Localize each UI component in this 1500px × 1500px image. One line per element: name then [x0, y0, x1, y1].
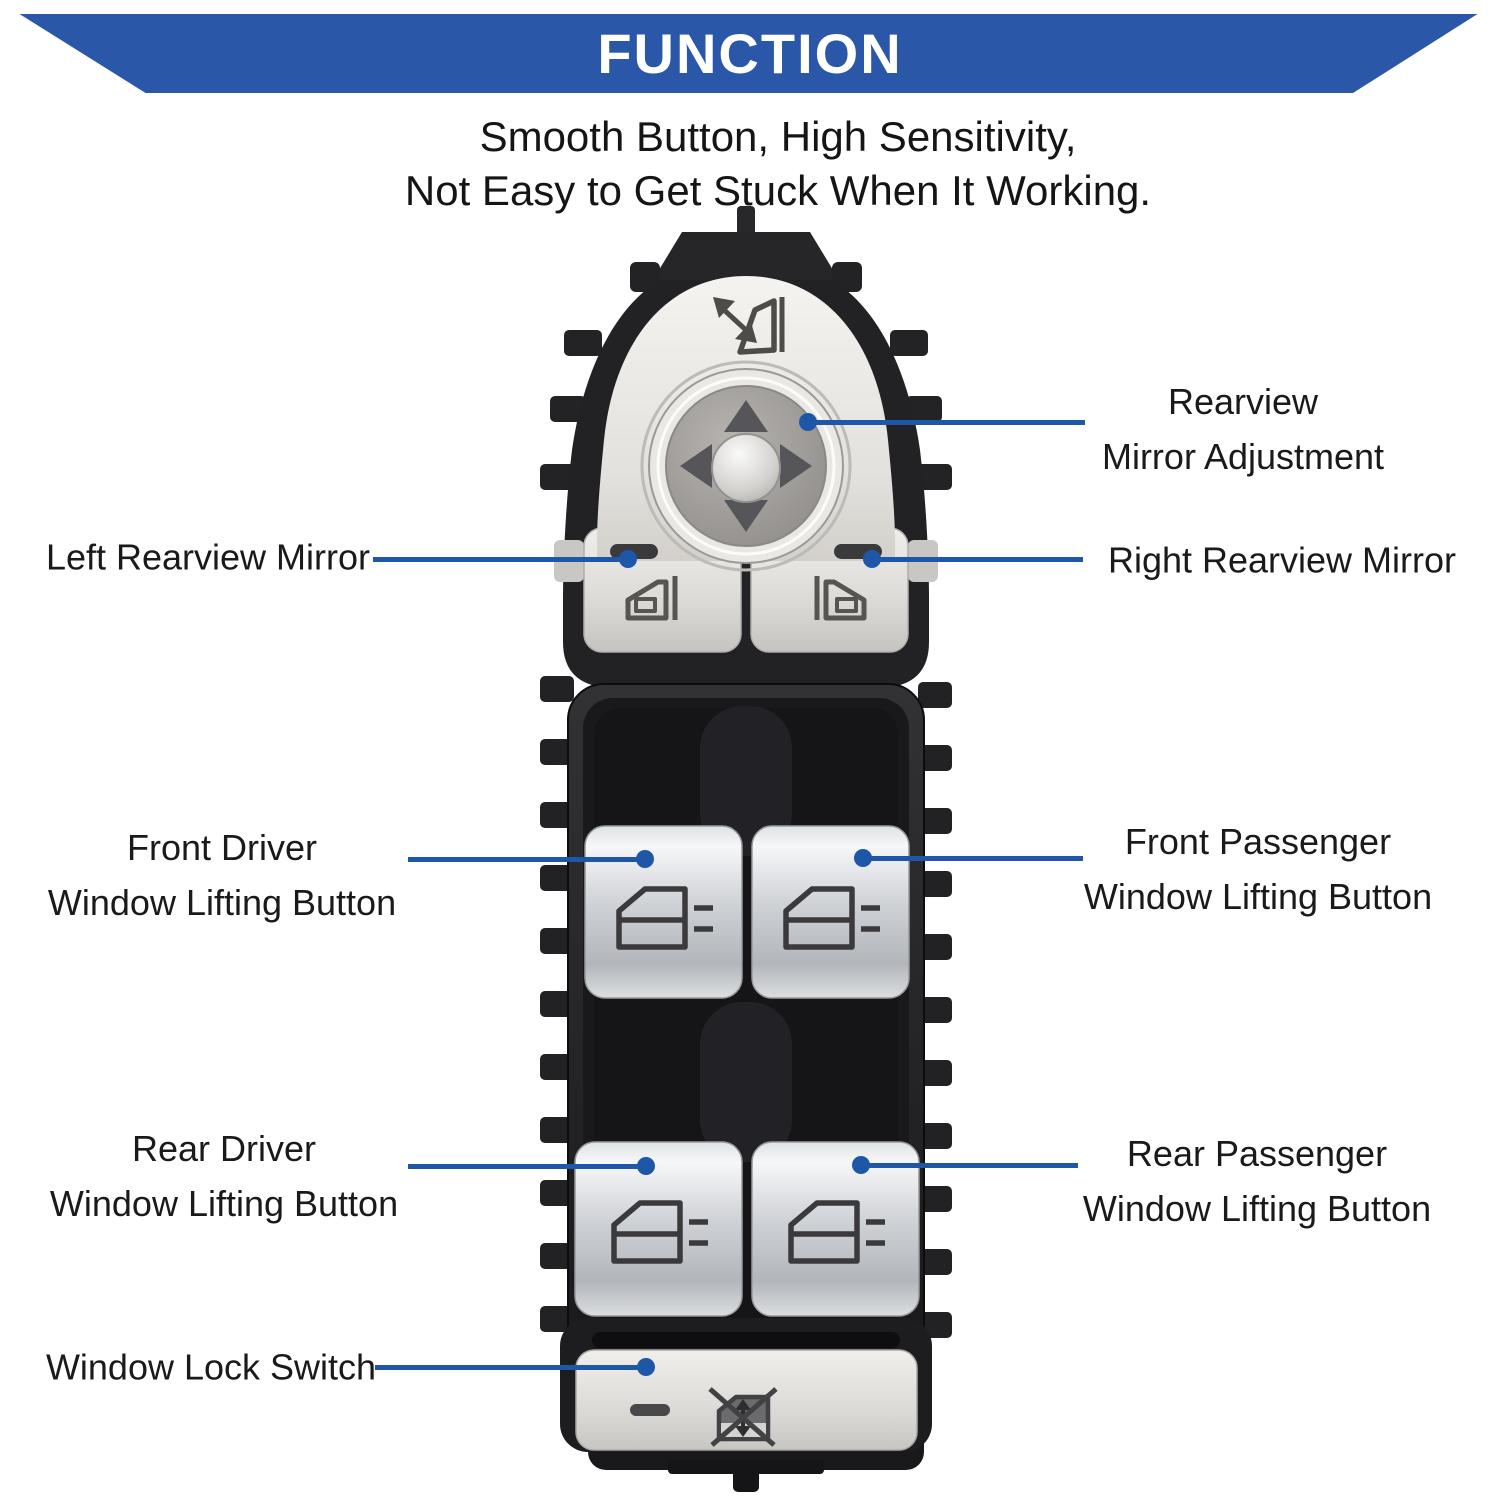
label-line: Window Lifting Button	[1082, 1188, 1432, 1229]
label-line: Left Rearview Mirror	[45, 536, 371, 578]
window-lock-icon	[708, 1387, 778, 1447]
function-banner: FUNCTION	[19, 14, 1478, 93]
label-rear-passenger: Rear Passenger Window Lifting Button	[1083, 1126, 1431, 1236]
label-line: Front Passenger	[1124, 821, 1392, 862]
front-passenger-window-button	[751, 825, 910, 999]
housing-ear-right	[832, 262, 862, 292]
joystick-down-arrow-icon	[724, 500, 768, 532]
label-rearview-adjustment: Rearview Mirror Adjustment	[1102, 374, 1384, 484]
callout-dot-window-lock	[637, 1358, 655, 1376]
left-mirror-select-icon	[625, 576, 678, 621]
rear-driver-window-button	[574, 1141, 743, 1317]
label-front-passenger: Front Passenger Window Lifting Button	[1084, 814, 1432, 924]
label-line: Rear Passenger	[1126, 1133, 1388, 1174]
joystick-right-arrow-icon	[780, 444, 812, 488]
right-mirror-select-icon	[814, 576, 867, 621]
subtitle-line-2: Not Easy to Get Stuck When It Working.	[404, 167, 1152, 214]
subtitle-line-1: Smooth Button, High Sensitivity,	[479, 113, 1077, 160]
panel-ridge-middle	[700, 1002, 792, 1162]
joystick-knob	[711, 433, 781, 503]
label-left-mirror: Left Rearview Mirror	[46, 530, 370, 585]
callout-dot-rear-driver	[637, 1157, 655, 1175]
label-line: Window Lifting Button	[1083, 876, 1433, 917]
lock-dash-indicator	[630, 1404, 670, 1416]
mirror-fold-icon	[713, 297, 785, 355]
callout-dot-front-passenger	[854, 849, 872, 867]
body-tabs	[540, 676, 952, 1338]
subtitle: Smooth Button, High Sensitivity, Not Eas…	[405, 110, 1151, 218]
base-tab	[733, 1466, 759, 1492]
callout-line-rear-passenger	[861, 1163, 1078, 1168]
joystick-up-arrow-icon	[724, 400, 768, 432]
callout-dot-right-mirror	[863, 550, 881, 568]
label-line: Window Lifting Button	[49, 1183, 399, 1224]
label-line: Right Rearview Mirror	[1107, 539, 1457, 581]
front-driver-window-button	[584, 825, 743, 999]
label-line: Window Lifting Button	[47, 882, 397, 923]
callout-dot-rearview-adjustment	[799, 413, 817, 431]
panel-ridge-top	[700, 706, 792, 856]
label-right-mirror: Right Rearview Mirror	[1108, 533, 1456, 588]
mirror-adjustment-joystick	[640, 360, 852, 572]
label-line: Mirror Adjustment	[1101, 436, 1385, 477]
callout-line-left-mirror	[373, 557, 628, 562]
callout-line-front-passenger	[863, 856, 1083, 861]
callout-line-front-driver	[408, 857, 645, 862]
callout-line-rearview-adjustment	[808, 420, 1085, 425]
label-window-lock: Window Lock Switch	[46, 1340, 376, 1395]
rear-passenger-window-button	[751, 1141, 920, 1317]
callout-dot-rear-passenger	[852, 1156, 870, 1174]
top-housing-tabs	[540, 330, 952, 490]
joystick-left-arrow-icon	[680, 444, 712, 488]
banner-title: FUNCTION	[597, 22, 903, 85]
callout-line-window-lock	[375, 1365, 646, 1370]
label-line: Front Driver	[126, 827, 318, 868]
callout-line-rear-driver	[408, 1164, 646, 1169]
label-front-driver: Front Driver Window Lifting Button	[48, 820, 396, 930]
label-line: Rear Driver	[131, 1128, 317, 1169]
housing-ear-left	[630, 262, 660, 292]
callout-dot-front-driver	[636, 850, 654, 868]
callout-line-right-mirror	[872, 557, 1083, 562]
callout-dot-left-mirror	[619, 550, 637, 568]
label-line: Rearview	[1167, 381, 1319, 422]
label-line: Window Lock Switch	[45, 1346, 377, 1388]
lock-tray-slot	[592, 1332, 900, 1348]
label-rear-driver: Rear Driver Window Lifting Button	[50, 1121, 398, 1231]
